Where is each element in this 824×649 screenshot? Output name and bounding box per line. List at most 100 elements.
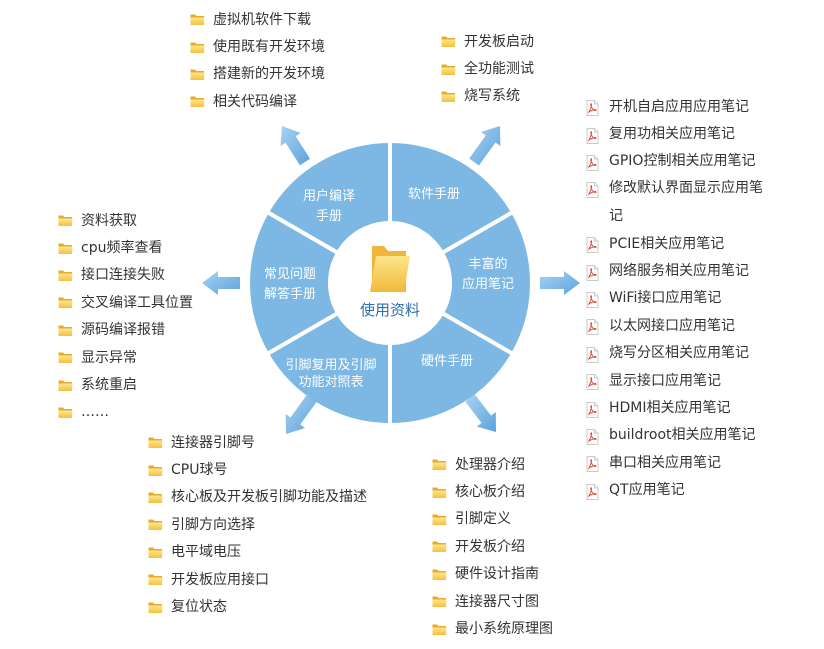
folder-icon <box>148 491 163 504</box>
folder-icon <box>148 464 163 477</box>
sector-label-user-compile-manual: 用户编译 <box>303 188 355 204</box>
pdf-icon <box>586 456 601 473</box>
list-item-label: 核心板介绍 <box>455 484 525 501</box>
list-item-label: HDMI相关应用笔记 <box>609 400 731 417</box>
pdf-icon <box>586 428 601 445</box>
folder-icon <box>190 13 205 26</box>
list-item: 复位状态 <box>148 593 367 620</box>
list-item-label: 核心板及开发板引脚功能及描述 <box>171 489 367 506</box>
list-item-label: cpu频率查看 <box>81 240 163 257</box>
list-item: 源码编译报错 <box>58 317 193 344</box>
folder-icon <box>441 90 456 103</box>
pdf-icon <box>586 291 601 308</box>
list-item-label: 引脚方向选择 <box>171 516 255 533</box>
arrow-to-hardware <box>465 394 496 432</box>
list-item: 最小系统原理图 <box>432 615 553 642</box>
folder-icon <box>190 41 205 54</box>
pdf-icon <box>586 237 601 254</box>
list-item-label: GPIO控制相关应用笔记 <box>609 153 756 170</box>
folder-icon <box>58 296 73 309</box>
sector-label-faq-manual: 解答手册 <box>264 286 316 302</box>
list-item: 烧写系统 <box>441 83 534 110</box>
list-item: 修改默认界面显示应用笔记 <box>586 175 769 230</box>
hardware-manual-items-list: 处理器介绍核心板介绍引脚定义开发板介绍硬件设计指南连接器尺寸图最小系统原理图 <box>432 451 553 643</box>
list-item: 开发板介绍 <box>432 533 553 560</box>
list-item-label: 复位状态 <box>171 599 227 616</box>
list-item: 连接器尺寸图 <box>432 588 553 615</box>
folder-icon <box>58 351 73 364</box>
folder-icon <box>432 623 447 636</box>
list-item: 核心板介绍 <box>432 478 553 505</box>
folder-icon <box>432 540 447 553</box>
list-item-label: 全功能测试 <box>464 61 534 78</box>
list-item: 开发板启动 <box>441 28 534 55</box>
arrow-to-app-notes <box>540 271 580 295</box>
list-item-label: 接口连接失败 <box>81 267 165 284</box>
list-item-label: 开发板应用接口 <box>171 571 269 588</box>
folder-icon <box>58 406 73 419</box>
list-item-label: 硬件设计指南 <box>455 566 539 583</box>
pdf-icon <box>586 100 601 117</box>
list-item-label: 开机自启应用应用笔记 <box>609 98 749 115</box>
sector-label-pin-mux-table: 功能对照表 <box>298 375 363 390</box>
list-item-label: WiFi接口应用笔记 <box>609 290 722 307</box>
list-item: 以太网接口应用笔记 <box>586 312 769 339</box>
folder-icon <box>432 513 447 526</box>
arrow-to-pin-mux <box>285 394 317 434</box>
list-item-label: 交叉编译工具位置 <box>81 294 193 311</box>
list-item-label: 相关代码编译 <box>213 93 297 110</box>
list-item: buildroot相关应用笔记 <box>586 422 769 449</box>
list-item-label: buildroot相关应用笔记 <box>609 427 756 444</box>
pdf-icon <box>586 154 601 171</box>
list-item: 显示接口应用笔记 <box>586 367 769 394</box>
folder-icon <box>432 486 447 499</box>
folder-icon <box>148 601 163 614</box>
sector-label-user-compile-manual: 手册 <box>316 209 342 224</box>
list-item-label: 开发板启动 <box>464 33 534 50</box>
folder-icon <box>148 518 163 531</box>
list-item-label: 引脚定义 <box>455 511 511 528</box>
folder-icon <box>432 568 447 581</box>
list-item-label: 开发板介绍 <box>455 538 525 555</box>
list-item-label: 显示异常 <box>81 349 137 366</box>
pdf-icon <box>586 374 601 391</box>
folder-icon <box>432 595 447 608</box>
list-item: cpu频率查看 <box>58 234 193 261</box>
arrow-to-faq <box>202 271 240 295</box>
sector-label-software-manual: 软件手册 <box>408 187 460 202</box>
list-item: 处理器介绍 <box>432 451 553 478</box>
list-item-label: 烧写分区相关应用笔记 <box>609 345 749 362</box>
folder-icon <box>441 35 456 48</box>
list-item-label: 显示接口应用笔记 <box>609 372 721 389</box>
pdf-icon <box>586 319 601 336</box>
folder-icon <box>58 379 73 392</box>
list-item: HDMI相关应用笔记 <box>586 394 769 421</box>
list-item: 交叉编译工具位置 <box>58 289 193 316</box>
list-item: CPU球号 <box>148 456 367 483</box>
user-compile-items-list: 虚拟机软件下载使用既有开发环境搭建新的开发环境相关代码编译 <box>190 6 325 116</box>
center-folder-icon <box>370 246 410 292</box>
list-item: 串口相关应用笔记 <box>586 449 769 476</box>
list-item-label: 连接器引脚号 <box>171 434 255 451</box>
list-item: 网络服务相关应用笔记 <box>586 257 769 284</box>
list-item: …… <box>58 399 193 426</box>
list-item: 开发板应用接口 <box>148 566 367 593</box>
list-item-label: 最小系统原理图 <box>455 621 553 638</box>
folder-icon <box>58 324 73 337</box>
list-item-label: 资料获取 <box>81 212 137 229</box>
list-item-label: 源码编译报错 <box>81 322 165 339</box>
list-item-label: …… <box>81 404 109 421</box>
list-item-label: 电平域电压 <box>171 544 241 561</box>
pdf-icon <box>586 264 601 281</box>
list-item-label: 以太网接口应用笔记 <box>609 317 735 334</box>
list-item-label: CPU球号 <box>171 462 228 479</box>
sector-label-rich-app-notes: 应用笔记 <box>462 276 514 292</box>
list-item: PCIE相关应用笔记 <box>586 230 769 257</box>
faq-items-list: 资料获取 cpu频率查看接口连接失败交叉编译工具位置源码编译报错显示异常系统重启 …… <box>58 207 193 426</box>
folder-icon <box>190 95 205 108</box>
arrow-to-software <box>469 126 501 166</box>
list-item-label: 系统重启 <box>81 377 137 394</box>
list-item: 资料获取 <box>58 207 193 234</box>
